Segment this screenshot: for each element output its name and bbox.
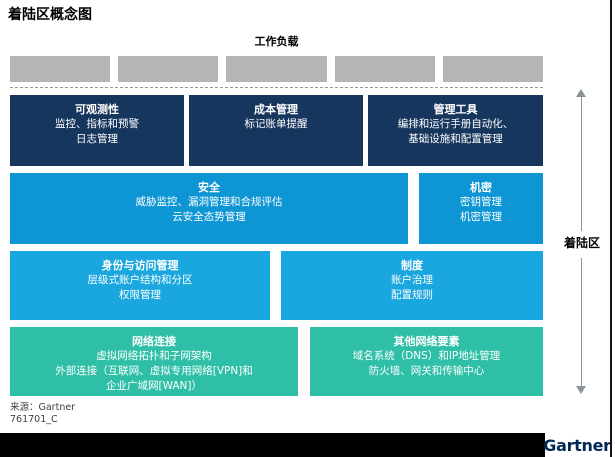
box-line: 防火墙、网关和传输中心 (368, 365, 485, 377)
landing-zone-arrow-line-top (581, 97, 582, 231)
box-title: 机密 (470, 181, 492, 194)
box-line: 基础设施和配置管理 (408, 133, 503, 145)
box-network-connectivity: 网络连接 虚拟网络拓扑和子网架构 外部连接（互联网、虚拟专用网络[VPN]和 企… (10, 327, 298, 396)
down-arrow-icon (576, 386, 586, 394)
box-cost-management: 成本管理 标记账单提醒 (189, 95, 363, 166)
box-line: 虚拟网络拓扑和子网架构 (96, 350, 212, 362)
workload-placeholder-row (10, 56, 544, 82)
landing-zone-arrow-line-bottom (581, 258, 582, 386)
workload-placeholder (10, 56, 111, 82)
landing-zone-label: 着陆区 (552, 234, 612, 251)
box-line: 威胁监控、漏洞管理和合规评估 (135, 196, 283, 208)
box-line: 层级式账户结构和分区 (87, 274, 193, 286)
box-line: 标记账单提醒 (244, 118, 308, 130)
box-other-network-elements: 其他网络要素 域名系统（DNS）和IP地址管理 防火墙、网关和传输中心 (310, 327, 543, 396)
source-credit: 来源：Gartner (10, 402, 76, 413)
box-line: 外部连接（互联网、虚拟专用网络[VPN]和 (55, 365, 253, 377)
box-line: 密钥管理 (460, 196, 502, 208)
workload-label: 工作负载 (254, 35, 299, 48)
workload-separator-line (10, 87, 543, 88)
workload-placeholder (442, 56, 544, 82)
up-arrow-icon (576, 89, 586, 97)
box-line: 机密管理 (460, 211, 502, 223)
box-title: 制度 (401, 259, 423, 272)
box-line: 域名系统（DNS）和IP地址管理 (352, 350, 501, 362)
right-edge-border (610, 0, 612, 457)
bottom-black-bar (0, 433, 545, 457)
box-line: 云安全态势管理 (172, 211, 246, 223)
page-title: 着陆区概念图 (8, 7, 92, 23)
box-title: 管理工具 (433, 103, 478, 116)
box-title: 可观测性 (75, 103, 119, 116)
box-identity-access-management: 身份与访问管理 层级式账户结构和分区 权限管理 (10, 251, 270, 320)
box-line: 配置规则 (391, 289, 433, 301)
box-title: 其他网络要素 (393, 335, 460, 348)
box-line: 账户治理 (391, 274, 433, 286)
box-line: 监控、指标和预警 (55, 118, 139, 130)
workload-placeholder (118, 56, 219, 82)
box-management-tools: 管理工具 编排和运行手册自动化、 基础设施和配置管理 (368, 95, 543, 166)
box-title: 安全 (198, 181, 220, 194)
gartner-logo: Gartner (543, 435, 611, 455)
box-line: 权限管理 (119, 289, 161, 301)
workload-placeholder (226, 56, 327, 82)
box-security: 安全 威胁监控、漏洞管理和合规评估 云安全态势管理 (10, 173, 408, 244)
box-title: 身份与访问管理 (101, 259, 179, 272)
box-line: 企业广域网[WAN]） (105, 380, 203, 392)
box-title: 网络连接 (132, 335, 176, 348)
box-secrets: 机密 密钥管理 机密管理 (419, 173, 543, 244)
box-line: 编排和运行手册自动化、 (397, 118, 514, 130)
box-title: 成本管理 (254, 103, 298, 116)
box-line: 日志管理 (76, 133, 118, 145)
workload-placeholder (334, 56, 435, 82)
box-policies: 制度 账户治理 配置规则 (281, 251, 543, 320)
figure-code: 761701_C (10, 414, 58, 425)
box-observability: 可观测性 监控、指标和预警 日志管理 (10, 95, 184, 166)
